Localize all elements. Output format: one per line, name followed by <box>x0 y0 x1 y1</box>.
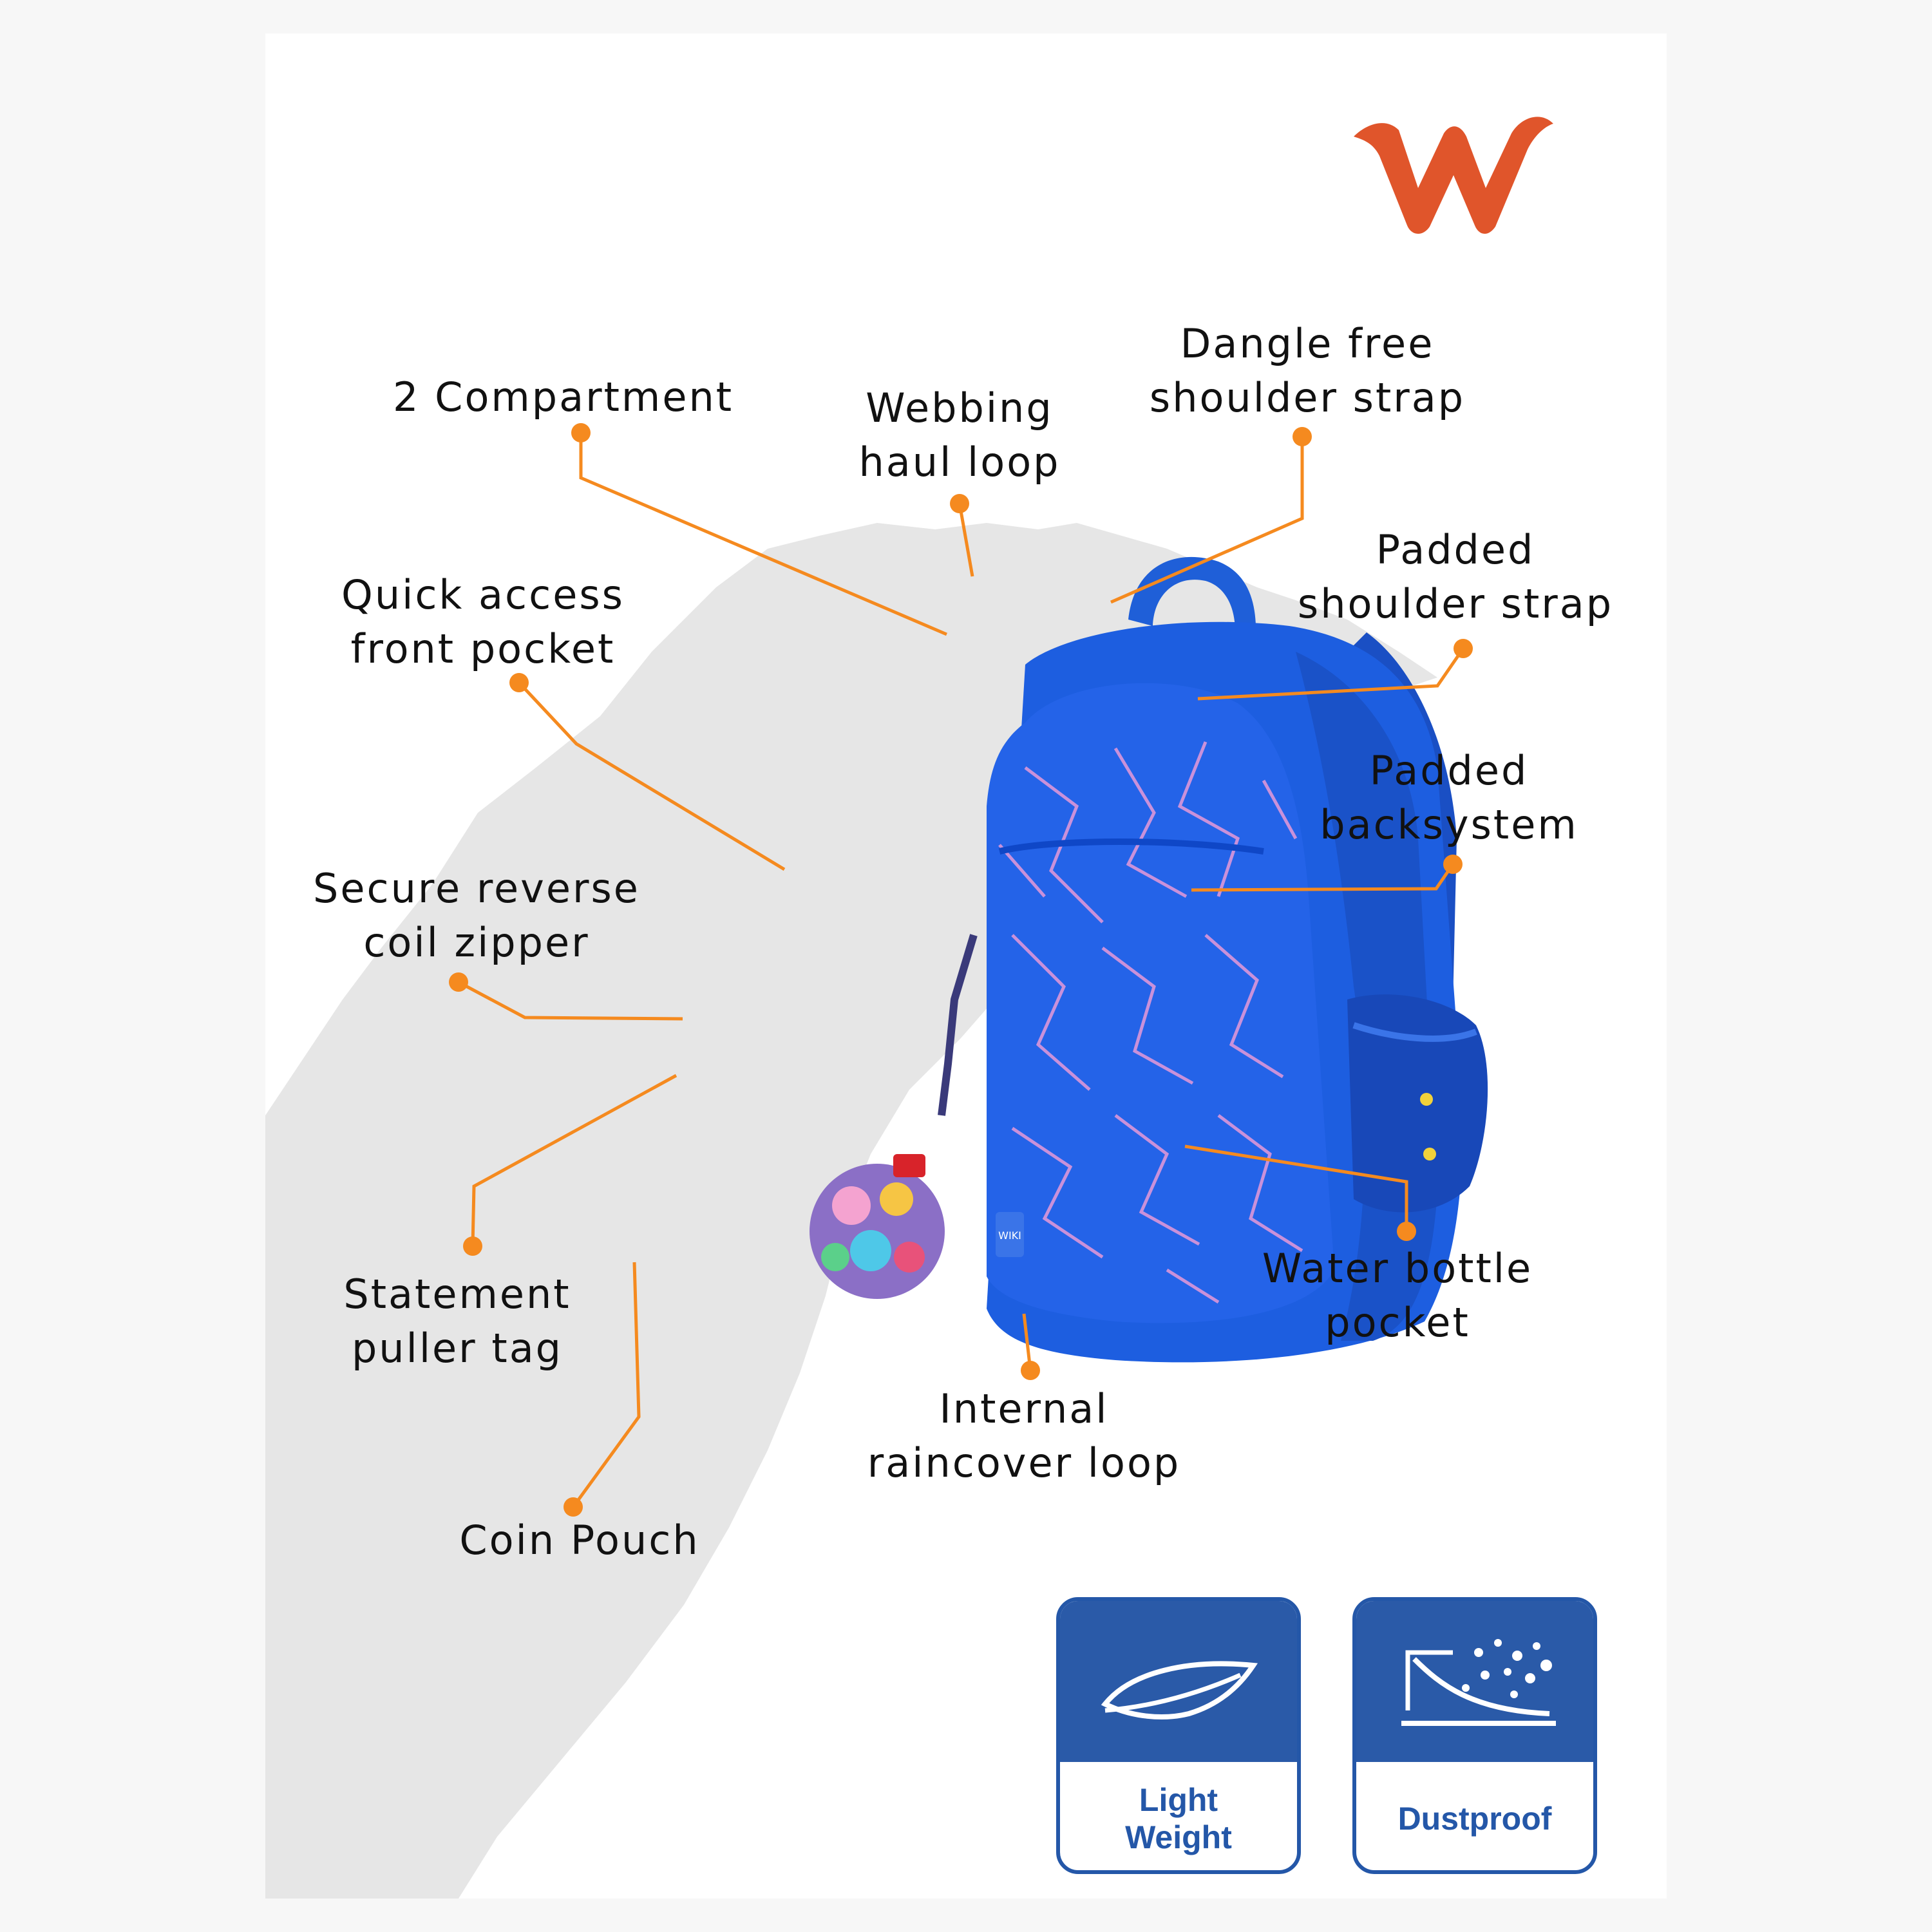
label-secure-reverse-coil-zipper: Secure reverse coil zipper <box>313 865 640 966</box>
label-statement-puller-tag: Statement puller tag <box>343 1271 571 1372</box>
light-weight-line-1: Light <box>1139 1782 1218 1818</box>
label-dangle-free-shoulder-strap: Dangle free shoulder strap <box>1149 320 1466 421</box>
svg-text:WIKI: WIKI <box>998 1229 1021 1242</box>
label-2-compartment: 2 Compartment <box>393 374 734 421</box>
walking-brand-logo <box>1354 117 1553 234</box>
label-padded-backsystem: Padded backsystem <box>1320 747 1578 848</box>
label-coin-pouch: Coin Pouch <box>459 1517 700 1564</box>
dustproof-line-1: Dustproof <box>1397 1801 1552 1837</box>
label-padded-shoulder-strap: Padded shoulder strap <box>1297 526 1614 627</box>
light-weight-badge: Light Weight <box>1056 1597 1301 1874</box>
feather-icon <box>1101 1661 1258 1719</box>
dustproof-badge: Dustproof <box>1352 1597 1597 1874</box>
label-internal-raincover-loop: Internal raincover loop <box>867 1385 1181 1486</box>
label-webbing-haul-loop: Webbing haul loop <box>858 384 1061 486</box>
label-water-bottle-pocket: Water bottle pocket <box>1262 1245 1533 1346</box>
label-quick-access-front-pocket: Quick access front pocket <box>341 571 625 672</box>
light-weight-line-2: Weight <box>1125 1819 1232 1855</box>
dust-shield-icon <box>1401 1639 1556 1726</box>
